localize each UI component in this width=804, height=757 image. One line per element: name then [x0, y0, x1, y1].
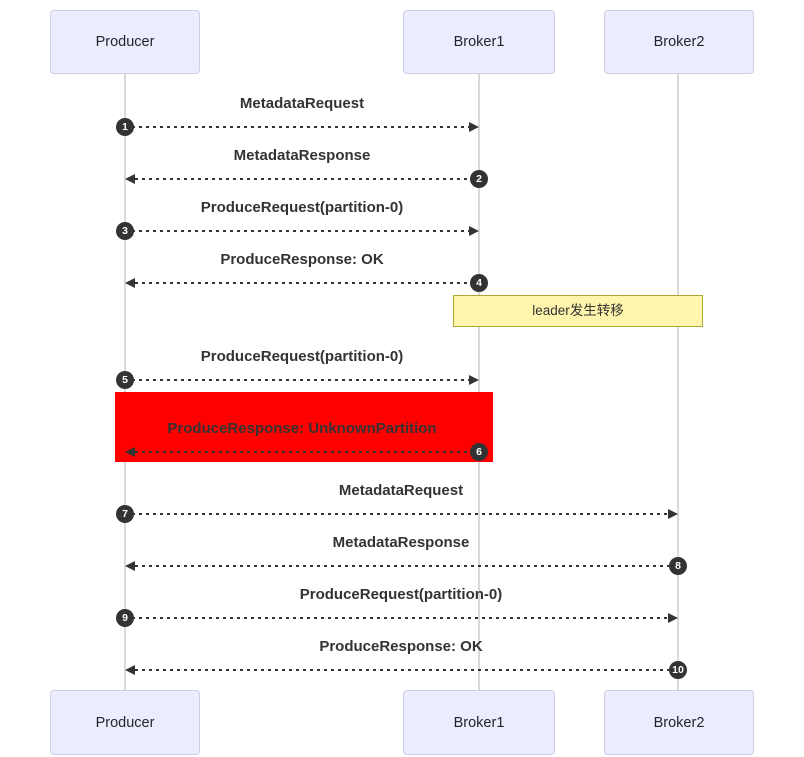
message-5-sequence-number: 5	[116, 371, 134, 389]
message-7-line	[125, 513, 668, 515]
message-1-label: MetadataRequest	[239, 95, 365, 112]
message-7-label: MetadataRequest	[338, 482, 464, 499]
message-9-sequence-number: 9	[116, 609, 134, 627]
message-6-line	[135, 451, 479, 453]
message-8-sequence-number: 8	[669, 557, 687, 575]
message-2-label: MetadataResponse	[233, 147, 371, 164]
message-4-sequence-number: 4	[470, 274, 488, 292]
message-3-label: ProduceRequest(partition-0)	[200, 199, 404, 216]
message-7-sequence-number: 7	[116, 505, 134, 523]
message-8-label: MetadataResponse	[332, 534, 470, 551]
error-highlight-rect	[115, 392, 493, 462]
actor-label: Producer	[95, 34, 155, 50]
actor-label: Producer	[95, 714, 155, 731]
message-2-arrowhead-left-icon	[125, 174, 135, 184]
actor-bottom-producer: Producer	[50, 690, 200, 755]
message-6-label: ProduceResponse: UnknownPartition	[167, 420, 437, 437]
actor-top-producer: Producer	[50, 10, 200, 74]
message-1-sequence-number: 1	[116, 118, 134, 136]
message-5-line	[125, 379, 469, 381]
message-4-arrowhead-left-icon	[125, 278, 135, 288]
message-3-sequence-number: 3	[116, 222, 134, 240]
message-8-line	[135, 565, 678, 567]
actor-top-broker2: Broker2	[604, 10, 754, 74]
actor-bottom-broker2: Broker2	[604, 690, 754, 755]
message-7-arrowhead-right-icon	[668, 509, 678, 519]
lifeline-broker2	[677, 74, 679, 690]
message-6-sequence-number: 6	[470, 443, 488, 461]
message-2-line	[135, 178, 479, 180]
lifeline-broker1	[478, 74, 480, 690]
message-3-line	[125, 230, 469, 232]
actor-label: Broker1	[453, 714, 505, 731]
message-1-line	[125, 126, 469, 128]
message-10-arrowhead-left-icon	[125, 665, 135, 675]
message-2-sequence-number: 2	[470, 170, 488, 188]
actor-top-broker1: Broker1	[403, 10, 555, 74]
message-5-label: ProduceRequest(partition-0)	[200, 348, 404, 365]
message-9-label: ProduceRequest(partition-0)	[299, 586, 503, 603]
note-leader-transfer: leader发生转移	[453, 295, 703, 327]
message-10-sequence-number: 10	[669, 661, 687, 679]
actor-label: Broker2	[653, 714, 705, 731]
message-3-arrowhead-right-icon	[469, 226, 479, 236]
message-4-label: ProduceResponse: OK	[220, 251, 384, 268]
actor-label: Broker2	[653, 34, 705, 50]
message-10-line	[135, 669, 678, 671]
message-1-arrowhead-right-icon	[469, 122, 479, 132]
message-9-arrowhead-right-icon	[668, 613, 678, 623]
message-8-arrowhead-left-icon	[125, 561, 135, 571]
message-9-line	[125, 617, 668, 619]
message-6-arrowhead-left-icon	[125, 447, 135, 457]
actor-bottom-broker1: Broker1	[403, 690, 555, 755]
message-4-line	[135, 282, 479, 284]
message-5-arrowhead-right-icon	[469, 375, 479, 385]
message-10-label: ProduceResponse: OK	[319, 638, 483, 655]
actor-label: Broker1	[453, 34, 505, 50]
